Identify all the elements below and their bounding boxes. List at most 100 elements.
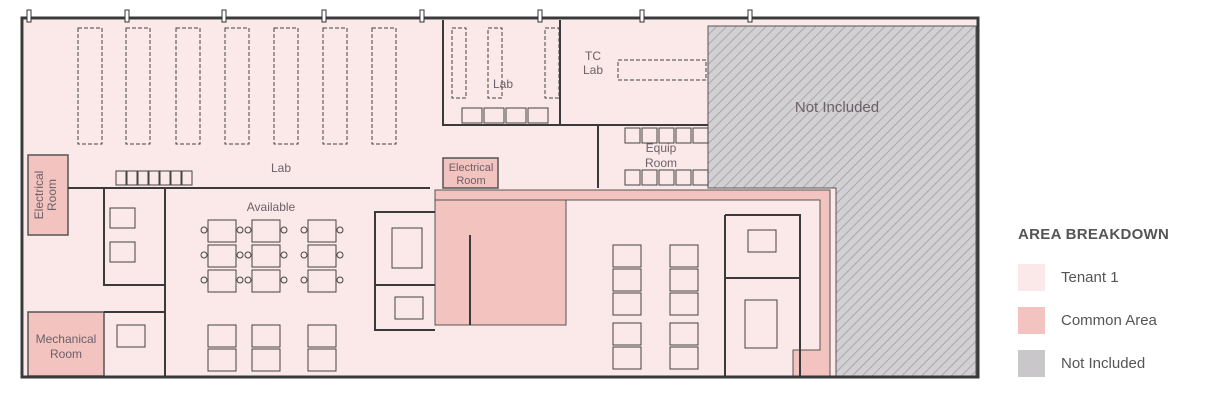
chair	[236, 226, 244, 234]
lab-cabinet	[115, 170, 127, 186]
equip-cabinet	[624, 169, 641, 186]
window-mullion	[321, 9, 327, 23]
chair	[336, 251, 344, 259]
chair	[336, 276, 344, 284]
lab-bench	[77, 27, 103, 145]
legend-label: Common Area	[1061, 311, 1157, 329]
lab-cabinet	[137, 170, 149, 186]
desk	[612, 268, 642, 292]
mechanical-room[interactable]	[27, 311, 105, 377]
desk	[612, 346, 642, 370]
chair	[244, 226, 252, 234]
desk	[251, 219, 281, 243]
window-mullion	[124, 9, 130, 23]
chair	[280, 276, 288, 284]
desk	[207, 348, 237, 372]
window-mullion	[221, 9, 227, 23]
chair	[300, 251, 308, 259]
window-mullion	[537, 9, 543, 23]
lab-cabinet	[527, 107, 549, 124]
legend-item-tenant: Tenant 1	[1018, 263, 1169, 291]
equip-cabinet	[641, 127, 658, 144]
equip-cabinet	[658, 127, 675, 144]
equip-cabinet	[658, 169, 675, 186]
desk	[669, 322, 699, 346]
desk	[251, 324, 281, 348]
lab-bench	[273, 27, 299, 145]
desk	[612, 322, 642, 346]
electrical-room-center[interactable]	[442, 157, 499, 189]
chair	[336, 226, 344, 234]
equip-cabinet	[641, 169, 658, 186]
lab-bench	[544, 27, 560, 99]
chair	[236, 251, 244, 259]
legend-swatch	[1018, 349, 1045, 377]
legend-title: AREA BREAKDOWN	[1018, 226, 1170, 243]
legend-swatch	[1018, 306, 1045, 334]
lab-cabinet	[505, 107, 527, 124]
area-breakdown-legend: AREA BREAKDOWN Tenant 1 Common Area Not …	[1018, 226, 1169, 392]
window-mullion	[639, 9, 645, 23]
meeting-table	[394, 296, 424, 320]
legend-swatch	[1018, 263, 1045, 291]
legend-item-not-included: Not Included	[1018, 349, 1169, 377]
lab-cabinet	[159, 170, 171, 186]
desk	[669, 268, 699, 292]
lab-bench	[224, 27, 250, 145]
desk	[207, 269, 237, 293]
room-label-electrical-left: ElectricalRoom	[32, 171, 59, 220]
desk	[251, 269, 281, 293]
meeting-table	[747, 229, 777, 253]
desk	[307, 219, 337, 243]
lab-bench	[451, 27, 467, 99]
equip-cabinet	[675, 127, 692, 144]
desk	[669, 346, 699, 370]
desk	[669, 292, 699, 316]
lab-bench	[322, 27, 348, 145]
window-mullion	[747, 9, 753, 23]
chair	[236, 276, 244, 284]
lab-cabinet	[483, 107, 505, 124]
lab-bench	[487, 27, 503, 99]
desk	[307, 348, 337, 372]
chair	[280, 251, 288, 259]
lab-bench	[371, 27, 397, 145]
electrical-room-left[interactable]	[27, 154, 69, 236]
chair	[200, 276, 208, 284]
window-mullion	[26, 9, 32, 23]
desk	[307, 324, 337, 348]
lab-cabinet	[181, 170, 193, 186]
lab-cabinet	[170, 170, 182, 186]
restroom-core	[434, 199, 567, 326]
desk	[109, 207, 136, 229]
legend-item-common: Common Area	[1018, 306, 1169, 334]
equip-cabinet	[624, 127, 641, 144]
chair	[244, 251, 252, 259]
desk	[612, 244, 642, 268]
lab-cabinet	[461, 107, 483, 124]
desk	[207, 324, 237, 348]
lab-bench	[125, 27, 151, 145]
lab-cabinet	[148, 170, 160, 186]
room-label-available: Available	[247, 200, 296, 214]
desk	[307, 244, 337, 268]
lab-cabinet	[126, 170, 138, 186]
desk	[207, 244, 237, 268]
conference-table	[391, 227, 423, 269]
desk	[251, 348, 281, 372]
chair	[200, 251, 208, 259]
legend-label: Not Included	[1061, 354, 1146, 372]
desk	[116, 324, 146, 348]
desk	[612, 292, 642, 316]
desk	[109, 241, 136, 263]
chair	[280, 226, 288, 234]
equip-cabinet	[692, 169, 709, 186]
chair	[300, 226, 308, 234]
desk	[251, 244, 281, 268]
lab-bench	[175, 27, 201, 145]
